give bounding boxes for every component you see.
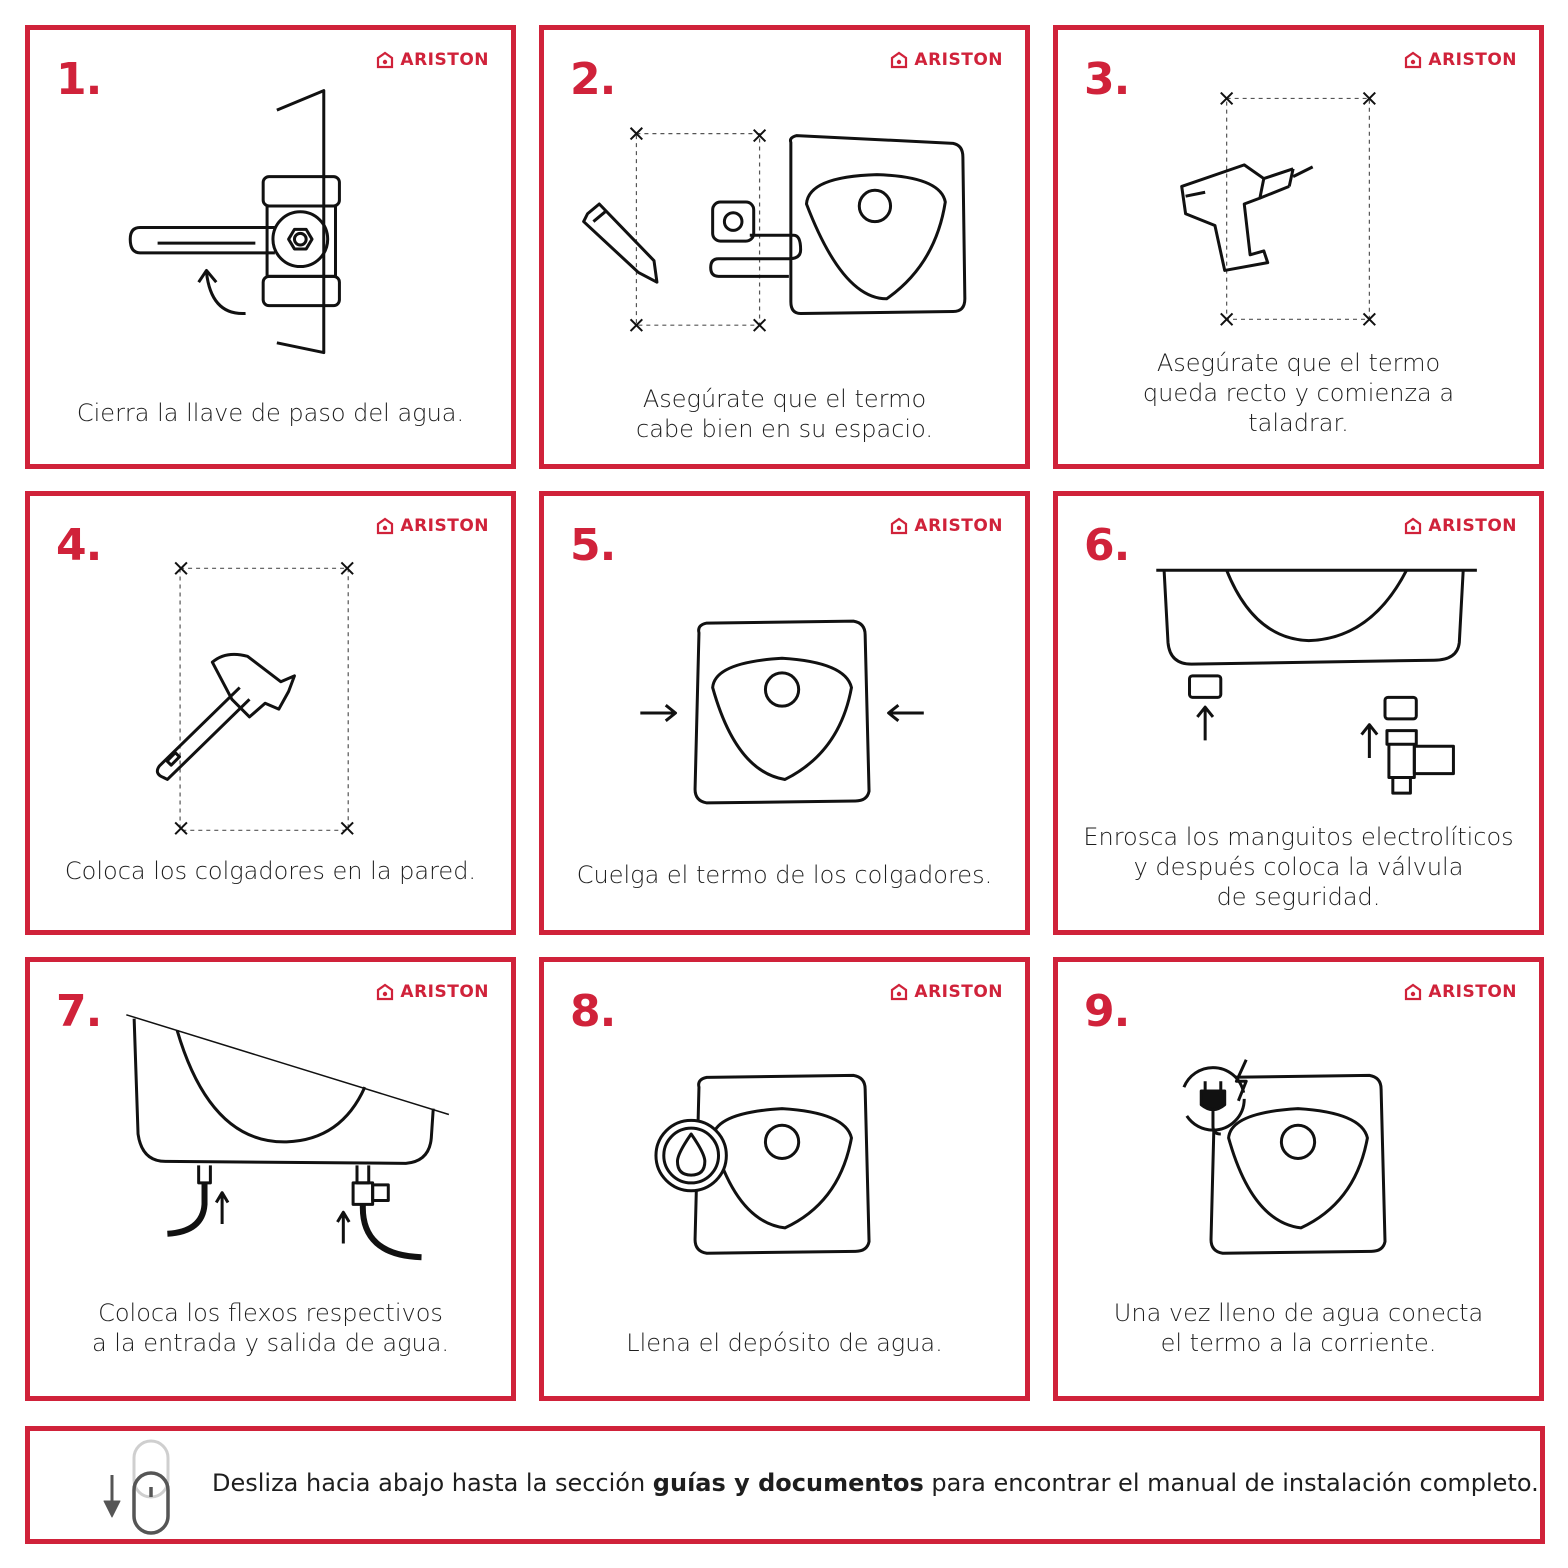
scroll-down-icon xyxy=(80,1431,200,1549)
step-number: 7. xyxy=(56,986,102,1037)
ariston-house-icon xyxy=(890,517,908,535)
step-card-1: 1. ARISTON Cierra la llave de paso del a… xyxy=(25,25,516,469)
step-caption: Asegúrate que el termo queda recto y com… xyxy=(1142,349,1455,437)
step-caption: Una vez lleno de agua conecta el termo a… xyxy=(1113,1299,1484,1357)
ariston-logo: ARISTON xyxy=(1404,50,1517,70)
step-caption: Coloca los colgadores en la pared. xyxy=(64,857,477,885)
brand-name: ARISTON xyxy=(1428,50,1517,70)
step-caption: Coloca los flexos respectivos a la entra… xyxy=(91,1299,450,1357)
step-number: 8. xyxy=(570,986,616,1037)
step-caption: Cierra la llave de paso del agua. xyxy=(76,399,465,427)
brand-name: ARISTON xyxy=(1428,516,1517,536)
ariston-logo: ARISTON xyxy=(890,50,1003,70)
brand-name: ARISTON xyxy=(1428,982,1517,1002)
step-number: 5. xyxy=(570,520,616,571)
ariston-house-icon xyxy=(890,983,908,1001)
step-card-3: 3. ARISTON Asegúrate que el termo queda … xyxy=(1053,25,1544,469)
brand-name: ARISTON xyxy=(400,982,489,1002)
footer-text: Desliza hacia abajo hasta la sección guí… xyxy=(212,1469,1539,1497)
ariston-house-icon xyxy=(890,51,908,69)
step-card-4: 4. ARISTON Coloca los colgadores en la p… xyxy=(25,491,516,935)
ariston-logo: ARISTON xyxy=(890,982,1003,1002)
step-caption: Llena el depósito de agua. xyxy=(626,1329,943,1357)
footer-banner: Desliza hacia abajo hasta la sección guí… xyxy=(25,1426,1545,1544)
ariston-house-icon xyxy=(1404,51,1422,69)
step-number: 2. xyxy=(570,54,616,105)
ariston-logo: ARISTON xyxy=(376,982,489,1002)
brand-name: ARISTON xyxy=(914,50,1003,70)
ariston-house-icon xyxy=(1404,983,1422,1001)
step-card-9: 9. ARISTON Una vez lleno de agua conecta… xyxy=(1053,957,1544,1401)
footer-text-before: Desliza hacia abajo hasta la sección xyxy=(212,1469,653,1497)
step-card-2: 2. ARISTON Asegúrate que el termo cabe b… xyxy=(539,25,1030,469)
ariston-house-icon xyxy=(1404,517,1422,535)
step-number: 3. xyxy=(1084,54,1130,105)
step-card-8: 8. ARISTON Llena el depósito de agua. xyxy=(539,957,1030,1401)
ariston-house-icon xyxy=(376,983,394,1001)
step-caption: Cuelga el termo de los colgadores. xyxy=(576,861,993,889)
step-caption: Asegúrate que el termo cabe bien en su e… xyxy=(636,385,933,443)
ariston-logo: ARISTON xyxy=(1404,982,1517,1002)
step-card-6: 6. ARISTON Enrosca los manguitos electro… xyxy=(1053,491,1544,935)
ariston-house-icon xyxy=(376,517,394,535)
step-card-7: 7. ARISTON Coloca los flexos respectivos… xyxy=(25,957,516,1401)
step-number: 9. xyxy=(1084,986,1130,1037)
brand-name: ARISTON xyxy=(914,982,1003,1002)
step-caption: Enrosca los manguitos electrolíticos y d… xyxy=(1083,823,1514,911)
ariston-logo: ARISTON xyxy=(376,50,489,70)
step-number: 6. xyxy=(1084,520,1130,571)
ariston-logo: ARISTON xyxy=(1404,516,1517,536)
ariston-house-icon xyxy=(376,51,394,69)
brand-name: ARISTON xyxy=(914,516,1003,536)
ariston-logo: ARISTON xyxy=(890,516,1003,536)
step-number: 4. xyxy=(56,520,102,571)
brand-name: ARISTON xyxy=(400,50,489,70)
step-number: 1. xyxy=(56,54,102,105)
footer-link-guides: guías y documentos xyxy=(652,1469,924,1497)
ariston-logo: ARISTON xyxy=(376,516,489,536)
footer-text-after: para encontrar el manual de instalación … xyxy=(923,1469,1539,1497)
step-card-5: 5. ARISTON Cuelga el termo de los colgad… xyxy=(539,491,1030,935)
brand-name: ARISTON xyxy=(400,516,489,536)
